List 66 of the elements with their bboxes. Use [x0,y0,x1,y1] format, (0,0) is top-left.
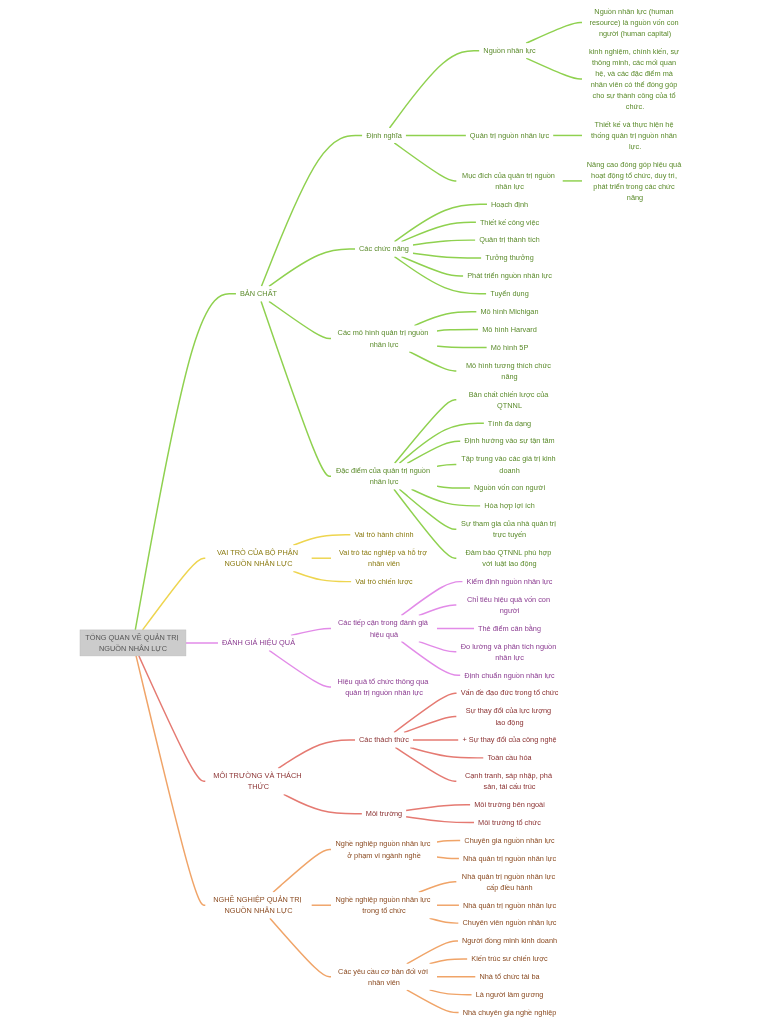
connector [406,440,462,464]
connector [413,310,478,327]
connector [268,300,332,340]
connector [409,746,485,759]
connector [134,293,237,631]
connector [135,655,207,906]
connector [268,649,332,688]
connector [436,856,460,860]
connector [394,746,458,783]
connector [260,134,364,288]
connector [408,350,458,372]
connector [260,300,332,477]
connector [272,848,332,893]
connector [310,557,332,559]
connector [138,655,207,783]
connector [388,49,481,129]
connector [561,180,583,182]
connector [525,57,583,80]
connector [406,940,459,965]
connector [428,989,473,996]
connector [436,328,479,332]
connector [393,488,458,559]
connector [418,604,458,617]
connector [418,640,458,653]
connector [398,488,458,530]
connector [393,255,488,295]
connector [393,399,458,464]
connector [393,203,488,243]
connector [400,580,464,617]
connector [404,134,467,137]
connector [290,627,332,637]
connector [282,793,363,815]
connector [406,989,460,1014]
connector [412,739,460,741]
connector [436,345,488,349]
connector [405,803,471,812]
connector [436,463,458,468]
connector [185,642,219,644]
connector [398,422,485,464]
connector [436,627,475,630]
connector [525,21,583,44]
connector [418,881,458,893]
connector [400,221,477,243]
connector [436,976,477,978]
connector [436,839,462,843]
connector [141,557,207,631]
connector [412,239,477,246]
connector [552,134,583,137]
connector [400,255,464,277]
connector [436,485,471,489]
connector [400,640,462,676]
connector [403,715,458,734]
connector [428,958,469,965]
connector [405,816,475,824]
connector [269,917,332,978]
connector [277,739,356,770]
connector [292,570,353,583]
connector [410,488,482,507]
connector [436,904,460,906]
connector [393,692,458,734]
connector [268,248,356,288]
connector [393,142,458,182]
connector [310,904,332,906]
connector [428,917,460,924]
connector [292,534,352,546]
connector [412,252,483,259]
